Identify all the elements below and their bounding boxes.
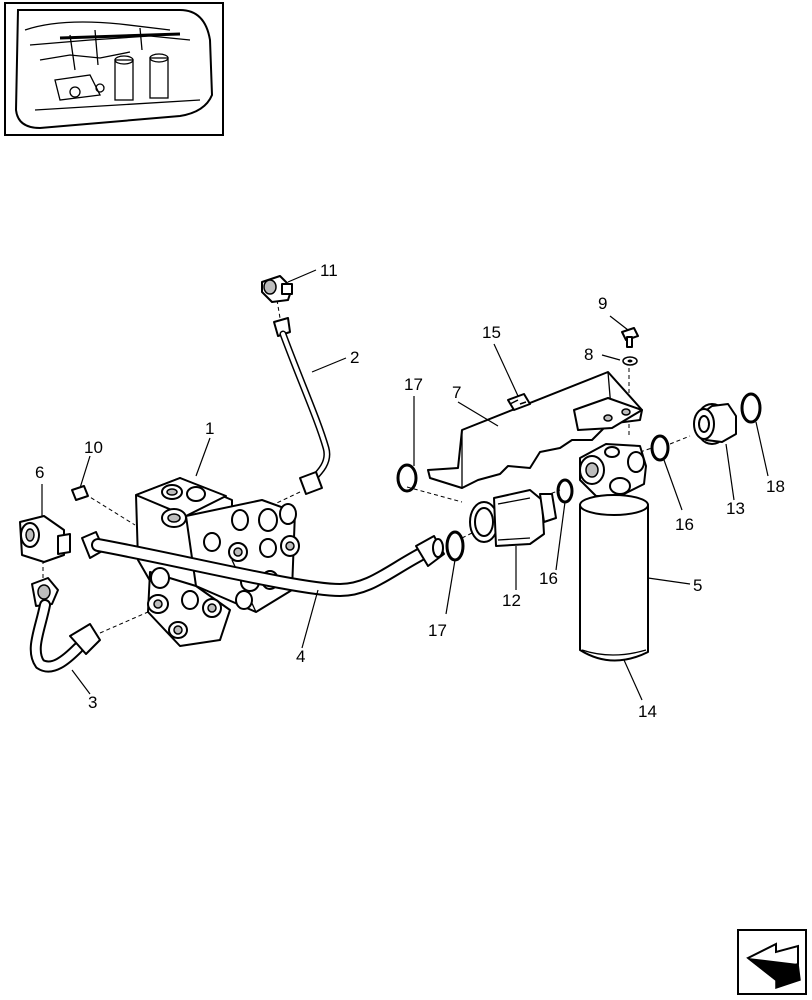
- callout-3: 3: [88, 693, 97, 712]
- o-ring-part-17-lower: [445, 530, 465, 562]
- o-ring-part-18: [740, 392, 762, 424]
- leader-lines: [41, 269, 769, 701]
- elbow-adapter-part-6: [19, 515, 71, 563]
- o-ring-part-16-right: [650, 434, 670, 462]
- callout-2: 2: [350, 348, 359, 367]
- washer-part-8: [622, 356, 638, 366]
- elbow-fitting-part-11: [261, 275, 293, 303]
- callout-15: 15: [482, 323, 501, 342]
- valve-block-part-1: [135, 477, 300, 647]
- bent-tube-part-3: [29, 577, 101, 673]
- next-page-arrow-icon[interactable]: [737, 929, 807, 995]
- plug-part-10: [71, 485, 89, 501]
- callout-17-lower: 17: [428, 621, 447, 640]
- callout-8: 8: [584, 345, 593, 364]
- o-ring-part-16-left: [556, 478, 574, 504]
- callout-7: 7: [452, 383, 461, 402]
- tube-part-2: [273, 317, 331, 495]
- fitting-part-13: [693, 403, 737, 445]
- callout-10: 10: [84, 438, 103, 457]
- callout-9: 9: [598, 294, 607, 313]
- callout-1: 1: [205, 419, 214, 438]
- callout-16-left: 16: [539, 569, 558, 588]
- callout-18: 18: [766, 477, 785, 496]
- filter-assembly-part-5: [579, 443, 649, 662]
- callout-6: 6: [35, 463, 44, 482]
- callout-labels: 11 2 1 10 6 3 4 17 7 15 9 8 17 12 16 16 …: [35, 261, 785, 721]
- callout-11: 11: [320, 261, 338, 280]
- switch-part-15: [507, 393, 531, 411]
- adapter-fitting-part-12: [469, 489, 557, 547]
- callout-16-right: 16: [675, 515, 694, 534]
- engine-location-thumbnail-icon: [4, 2, 224, 136]
- bracket-part-7: [427, 371, 643, 489]
- callout-14: 14: [638, 702, 657, 721]
- long-tube-part-4: [81, 531, 445, 598]
- callout-5: 5: [693, 576, 702, 595]
- bolt-part-9: [621, 327, 639, 348]
- callout-12: 12: [502, 591, 521, 610]
- callout-13: 13: [726, 499, 745, 518]
- o-ring-part-17-upper: [396, 463, 418, 493]
- callout-17-upper: 17: [404, 375, 423, 394]
- callout-4: 4: [296, 647, 305, 666]
